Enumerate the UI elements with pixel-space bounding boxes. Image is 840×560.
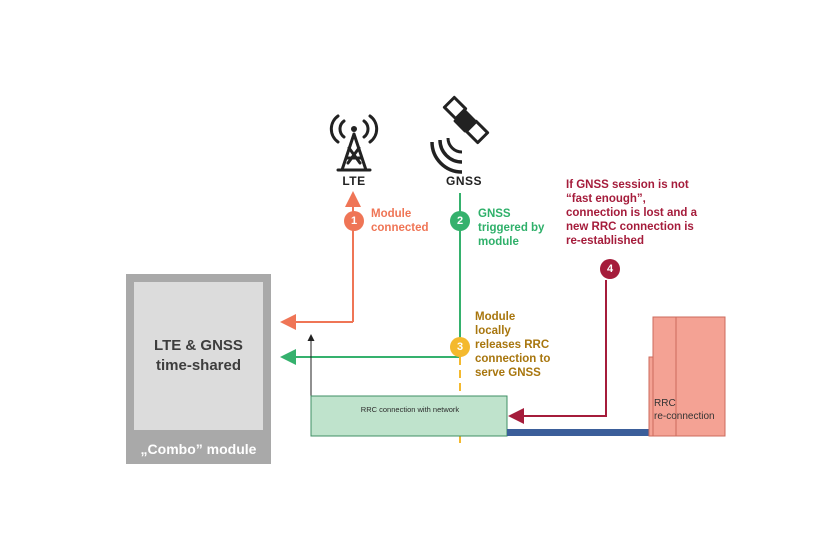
reconnect-notice-line — [508, 280, 607, 424]
rrc-connection-label: RRC connection with network — [360, 405, 460, 414]
cell-tower-icon — [329, 114, 379, 172]
step-4-badge: 4 — [600, 259, 620, 279]
step-1-text: Module connected — [371, 208, 429, 234]
connection-gap-bar — [507, 429, 649, 436]
step-1-badge: 1 — [344, 211, 364, 231]
lte-label: LTE — [342, 174, 366, 188]
module-title: LTE & GNSS time-shared — [154, 337, 243, 374]
combo-module-screen: LTE & GNSS time-shared — [134, 282, 263, 430]
step-3-text: Module locally releases RRC connection t… — [475, 311, 551, 379]
rrc-reconnection-label: RRC re-connection — [654, 398, 715, 422]
module-footer-label: „Combo” module — [140, 441, 257, 457]
gnss-label: GNSS — [445, 174, 482, 188]
step-2-badge: 2 — [450, 211, 470, 231]
rrc-reconnection-box-front — [675, 316, 726, 437]
step-2-text: GNSS triggered by module — [478, 208, 545, 248]
satellite-icon — [430, 95, 490, 174]
rrc-reconnection-box-mid — [652, 316, 678, 437]
step-3-badge: 3 — [450, 337, 470, 357]
step-4-text: If GNSS session is not “fast enough”, co… — [566, 179, 697, 247]
rrc-connection-box — [310, 395, 508, 437]
